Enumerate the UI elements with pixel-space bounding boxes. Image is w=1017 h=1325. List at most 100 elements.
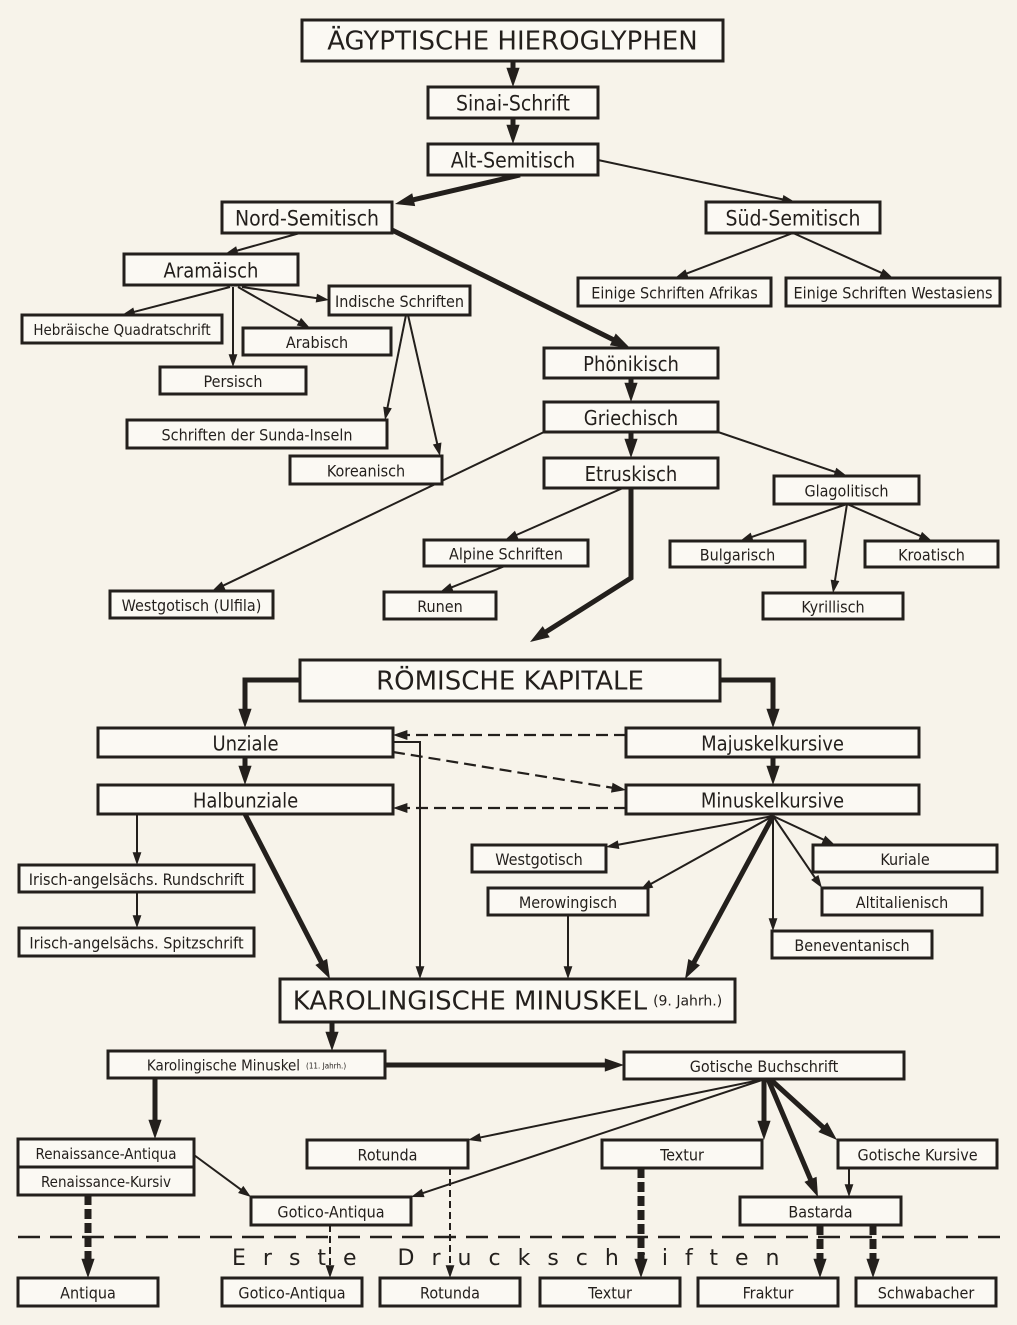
- arrowhead-icon: [675, 269, 689, 278]
- arrowhead-icon: [440, 583, 454, 592]
- node-karolingische-11: Karolingische Minuskel(11. Jahrh.): [106, 1049, 387, 1080]
- edge-line: [648, 815, 774, 886]
- node-kuriale: Kuriale: [811, 843, 999, 874]
- edges-layer: [81, 61, 932, 1278]
- edge-alt-semitisch-to-sued-semitisch: [597, 159, 795, 204]
- node-box: [784, 276, 1002, 308]
- arrowhead-icon: [506, 67, 520, 87]
- edge-gotische-buchschrift-to-rotunda: [468, 1078, 766, 1142]
- edge-sued-semitisch-to-schriften-westasiens: [792, 232, 893, 278]
- arrowhead-icon: [866, 1258, 880, 1278]
- node-roemische-kapitale: RÖMISCHE KAPITALE: [298, 658, 722, 703]
- node-label: Renaissance-Kursiv: [41, 1173, 171, 1191]
- node-label: Renaissance-Antiqua: [36, 1145, 177, 1163]
- edge-line: [242, 677, 300, 713]
- node-box: [220, 200, 394, 235]
- edge-renaissance-antiqua-to-gotico-antiqua: [193, 1154, 251, 1197]
- arrowhead-icon: [432, 442, 442, 456]
- edge-roemische-kapitale-to-unziale: [238, 677, 300, 728]
- edge-alt-semitisch-to-nord-semitisch: [395, 172, 521, 207]
- node-label: Hebräische Quadratschrift: [33, 321, 210, 339]
- node-box: [300, 18, 725, 63]
- arrowhead-icon: [879, 268, 893, 278]
- node-box: [772, 474, 921, 506]
- edge-line: [833, 503, 848, 584]
- arrowhead-icon: [395, 193, 416, 207]
- node-kroatisch: Kroatisch: [863, 539, 1000, 569]
- edge-sinai-schrift-to-alt-semitisch: [506, 118, 520, 144]
- node-box: [422, 538, 590, 568]
- edge-rotunda-to-print-rotunda: [445, 1168, 455, 1278]
- node-alt-semitisch: Alt-Semitisch: [426, 142, 600, 177]
- arrowhead-icon: [811, 874, 822, 888]
- node-box: [600, 1138, 764, 1170]
- edge-griechisch-to-etruskisch: [624, 432, 638, 458]
- node-label: Bulgarisch: [700, 546, 775, 565]
- node-box: [20, 313, 224, 345]
- edge-aramaeisch-to-indische-schriften: [241, 286, 329, 303]
- edge-unziale-to-halbunziale: [238, 757, 252, 785]
- arrowhead-icon: [624, 438, 638, 458]
- node-box: [820, 886, 984, 917]
- arrowhead-icon: [296, 317, 310, 328]
- node-label: Unziale: [212, 732, 278, 756]
- node-label: Altitalienisch: [856, 893, 948, 912]
- node-label: Phönikisch: [583, 352, 679, 376]
- edge-etruskisch-to-roemische-kapitale: [530, 488, 634, 642]
- edge-phoenikisch-to-griechisch: [624, 378, 638, 402]
- node-label: Arabisch: [286, 333, 348, 352]
- node-label: Karolingische Minuskel(11. Jahrh.): [147, 1057, 346, 1075]
- edge-line: [392, 750, 615, 790]
- node-label: Koreanisch: [327, 462, 405, 481]
- edge-gotische-buchschrift-to-textur: [757, 1079, 771, 1140]
- node-label: Minuskelkursive: [701, 789, 844, 813]
- node-minuskelkursive: Minuskelkursive: [624, 783, 921, 816]
- node-label: Aramäisch: [164, 259, 259, 283]
- node-gotico-antiqua: Gotico-Antiqua: [249, 1195, 413, 1227]
- node-box: [158, 365, 308, 396]
- node-label: Alt-Semitisch: [451, 149, 576, 173]
- edge-line: [449, 565, 506, 590]
- node-label: Westgotisch (Ulfila): [122, 596, 262, 615]
- edge-halbunziale-to-karolingische-9: [242, 812, 330, 979]
- edge-line: [749, 503, 848, 539]
- edge-line: [792, 232, 885, 275]
- arrowhead-icon: [505, 530, 519, 540]
- arrowhead-icon: [315, 958, 330, 979]
- node-box: [426, 142, 600, 177]
- node-box: [668, 539, 807, 569]
- node-textur: Textur: [600, 1138, 764, 1170]
- node-label: Gotico-Antiqua: [238, 1284, 345, 1303]
- node-box: [486, 886, 650, 917]
- node-label: Textur: [587, 1284, 632, 1303]
- edge-irisch-rundschrift-to-irisch-spitzschrift: [132, 892, 142, 928]
- edge-indische-schriften-to-sunda-inseln: [383, 314, 407, 420]
- node-box: [106, 1049, 387, 1080]
- arrowhead-icon: [757, 1120, 771, 1140]
- node-label: Kyrillisch: [801, 598, 864, 617]
- edge-gotische-buchschrift-to-gotico-antiqua: [411, 1078, 766, 1198]
- node-print-antiqua: Antiqua: [16, 1276, 160, 1308]
- node-label: Irisch-angelsächs. Rundschrift: [29, 870, 245, 889]
- node-box: [305, 1138, 470, 1170]
- edge-karolingische-9-to-karolingische-11: [325, 1022, 339, 1051]
- node-box: [622, 1050, 906, 1081]
- separator-label: Erste Druckschriften: [232, 1246, 796, 1271]
- node-label: Gotico-Antiqua: [277, 1203, 384, 1222]
- node-label: Antiqua: [60, 1284, 116, 1303]
- node-bastarda: Bastarda: [738, 1195, 903, 1227]
- node-box: [761, 591, 905, 621]
- node-label: Gotische Kursive: [857, 1146, 977, 1165]
- edge-line: [193, 1154, 244, 1192]
- edge-line: [513, 487, 624, 537]
- edge-bastarda-to-print-fraktur: [813, 1225, 827, 1278]
- edge-line: [772, 815, 818, 881]
- node-runen: Runen: [382, 590, 498, 621]
- node-label: Kuriale: [880, 850, 930, 869]
- arrowhead-icon: [132, 852, 142, 865]
- arrowhead-icon: [604, 1058, 624, 1072]
- edge-line: [242, 812, 326, 967]
- edge-line: [477, 1078, 766, 1139]
- arrowhead-icon: [766, 708, 780, 728]
- node-label: Rotunda: [420, 1284, 480, 1303]
